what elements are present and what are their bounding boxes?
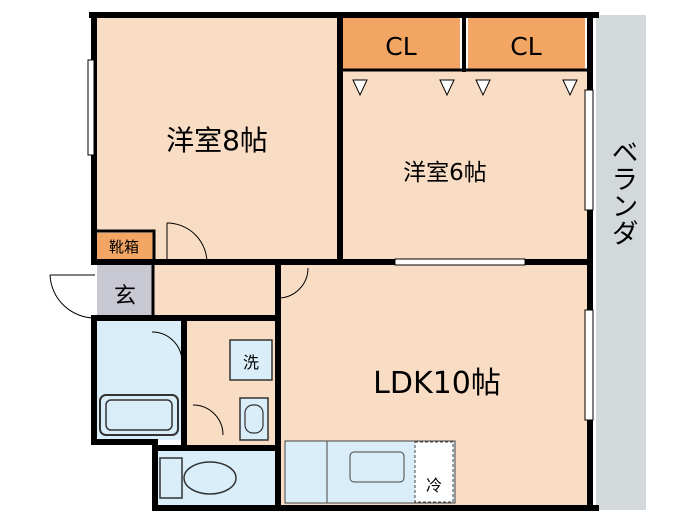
western-room-8-fill xyxy=(94,15,340,259)
western-room-6-fill xyxy=(340,70,588,259)
room-label-western-8: 洋室8帖 xyxy=(166,124,268,157)
closet-2-fill xyxy=(468,18,585,69)
bathtub-inner xyxy=(105,399,173,431)
bathtub xyxy=(99,394,179,436)
kitchen-sink xyxy=(349,451,405,483)
entrance-fill xyxy=(97,263,153,316)
wash-basin xyxy=(239,397,269,441)
room-label-ldk: LDK10帖 xyxy=(373,366,501,401)
fridge-space xyxy=(414,441,454,503)
fridge-label: 冷 xyxy=(426,476,442,495)
hallway-fill xyxy=(153,264,280,316)
toilet-bowl xyxy=(183,461,237,495)
balcony-label: ベランダ xyxy=(607,138,638,246)
closet-label-2: CL xyxy=(510,32,541,61)
doors xyxy=(49,222,309,436)
entrance-label: 玄 xyxy=(114,284,136,309)
shoe-box-fill xyxy=(95,233,153,259)
closet-1-fill xyxy=(343,18,460,69)
room-label-western-6: 洋室6帖 xyxy=(403,160,487,186)
wash-basin-bowl xyxy=(244,404,264,434)
washer-label: 洗 xyxy=(243,353,259,372)
windows xyxy=(87,59,594,421)
closet-label-1: CL xyxy=(385,32,416,61)
washer-space xyxy=(229,339,273,381)
closet-door-marks xyxy=(352,79,578,97)
balcony-fill xyxy=(596,15,646,510)
toilet-tank xyxy=(159,457,183,499)
shoe-box-label: 靴箱 xyxy=(109,238,139,256)
